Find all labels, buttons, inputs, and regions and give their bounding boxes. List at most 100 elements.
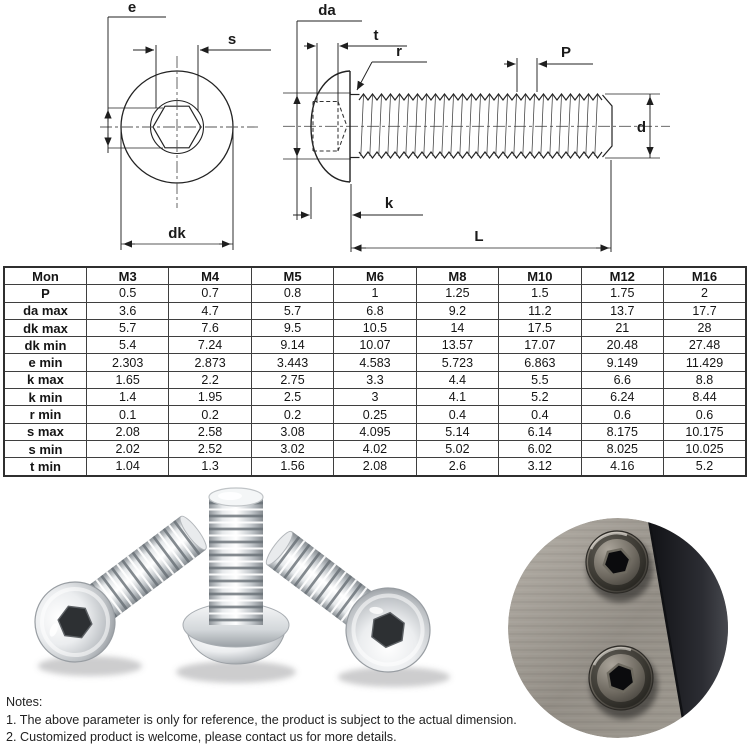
table-row-label: P bbox=[3, 284, 87, 303]
thread-ridges bbox=[209, 501, 263, 622]
table-row-label: dk min bbox=[3, 336, 87, 355]
head-rim-shade bbox=[588, 533, 646, 591]
dim-L: L bbox=[351, 160, 612, 252]
table-cell: 8.44 bbox=[663, 388, 747, 407]
table-cell: 17.7 bbox=[663, 301, 747, 320]
thread-ridge bbox=[126, 555, 154, 591]
table-cell: 9.149 bbox=[580, 353, 665, 372]
table-cell: 9.14 bbox=[250, 336, 335, 355]
table-cell: 0.4 bbox=[415, 405, 500, 424]
table-cell: 2.08 bbox=[333, 457, 417, 477]
notes-section: Notes: 1. The above parameter is only fo… bbox=[6, 694, 566, 747]
table-cell: 4.16 bbox=[580, 457, 665, 477]
dim-label-r: r bbox=[396, 43, 402, 60]
table-cell: 2.873 bbox=[168, 353, 252, 372]
dim-label-e: e bbox=[128, 0, 136, 16]
screw-right bbox=[265, 530, 431, 673]
table-cell: 5.2 bbox=[498, 388, 582, 407]
table-col-header: M10 bbox=[498, 266, 582, 286]
table-row-label: k min bbox=[3, 388, 87, 407]
hex-socket bbox=[606, 662, 636, 694]
thread-ridge bbox=[304, 559, 332, 595]
table-cell: 10.025 bbox=[663, 439, 747, 459]
table-cell: 17.07 bbox=[498, 336, 582, 355]
dim-da: da bbox=[283, 2, 362, 220]
head-rim-shade bbox=[591, 648, 651, 708]
table-cell: 1.75 bbox=[580, 284, 665, 303]
thread-ridge bbox=[152, 535, 180, 571]
thread-flank bbox=[360, 94, 364, 157]
table-cell: 5.7 bbox=[85, 318, 170, 338]
table-row-label: r min bbox=[3, 405, 87, 424]
note-line: 1. The above parameter is only for refer… bbox=[6, 712, 517, 727]
dim-dk: dk bbox=[120, 128, 234, 250]
thread-flank bbox=[396, 94, 400, 157]
dim-label-s: s bbox=[228, 31, 236, 48]
table-row-label: k max bbox=[3, 370, 87, 390]
thread-ridge bbox=[95, 579, 123, 614]
table-col-header: M5 bbox=[250, 266, 335, 286]
table-cell: 1.56 bbox=[250, 457, 335, 477]
installed-screws-photo bbox=[508, 518, 728, 738]
table-col-header: M3 bbox=[85, 266, 170, 286]
table-cell: 0.1 bbox=[85, 405, 170, 424]
dim-label-P: P bbox=[561, 44, 571, 61]
table-cell: 0.25 bbox=[333, 405, 417, 424]
plate-edge-line bbox=[646, 518, 690, 738]
thread-ridge bbox=[314, 567, 342, 603]
thread-ridge bbox=[141, 543, 170, 579]
table-cell: 6.02 bbox=[498, 439, 582, 459]
table-cell: 4.02 bbox=[333, 439, 417, 459]
head-chamfer-ring bbox=[40, 587, 110, 657]
table-cell: 9.2 bbox=[415, 301, 500, 320]
table-cell: 13.57 bbox=[415, 336, 500, 355]
thread-ridge bbox=[162, 527, 191, 564]
head-dome-outline bbox=[310, 70, 351, 183]
table-cell: 6.863 bbox=[498, 353, 582, 372]
product-photos bbox=[34, 487, 728, 738]
thread-flank bbox=[414, 94, 418, 157]
table-cell: 0.6 bbox=[663, 405, 747, 424]
thread-flank bbox=[423, 94, 427, 157]
table-cell: 2.52 bbox=[168, 439, 252, 459]
dim-P: P bbox=[504, 44, 593, 92]
table-cell: 5.14 bbox=[415, 422, 500, 441]
head-glint bbox=[369, 606, 384, 615]
head-glint bbox=[49, 623, 58, 637]
table-cell: 1.4 bbox=[85, 388, 170, 407]
table-cell: 6.6 bbox=[580, 370, 665, 390]
thread-crest-bottom bbox=[358, 151, 603, 159]
table-cell: 1.3 bbox=[168, 457, 252, 477]
installed-screw-top bbox=[585, 530, 653, 602]
thread-ridge bbox=[168, 524, 196, 560]
table-row-label: s max bbox=[3, 422, 87, 441]
table-cell: 5.723 bbox=[415, 353, 500, 372]
table-cell: 2.2 bbox=[168, 370, 252, 390]
thread-flank bbox=[486, 94, 490, 157]
table-cell: 4.095 bbox=[333, 422, 417, 441]
table-cell: 8.025 bbox=[580, 439, 665, 459]
dim-s: s bbox=[133, 31, 271, 111]
table-cell: 7.24 bbox=[168, 336, 252, 355]
table-cell: 17.5 bbox=[498, 318, 582, 338]
thread-flank bbox=[531, 94, 535, 157]
dim-d: d bbox=[605, 93, 660, 159]
thread-ridge bbox=[131, 551, 159, 587]
table-cell: 14 bbox=[415, 318, 500, 338]
technical-drawing: e s dk bbox=[100, 0, 670, 252]
thread-ridge bbox=[105, 571, 133, 607]
dim-r: r bbox=[356, 43, 427, 91]
table-cell: 6.14 bbox=[498, 422, 582, 441]
table-cell: 4.1 bbox=[415, 388, 500, 407]
table-cell: 0.5 bbox=[85, 284, 170, 303]
table-cell: 2.303 bbox=[85, 353, 170, 372]
table-cell: 5.4 bbox=[85, 336, 170, 355]
screw-shadow bbox=[176, 661, 296, 683]
table-cell: 4.7 bbox=[168, 301, 252, 320]
table-row-label: dk max bbox=[3, 318, 87, 338]
table-corner-header: Mon bbox=[3, 266, 87, 286]
